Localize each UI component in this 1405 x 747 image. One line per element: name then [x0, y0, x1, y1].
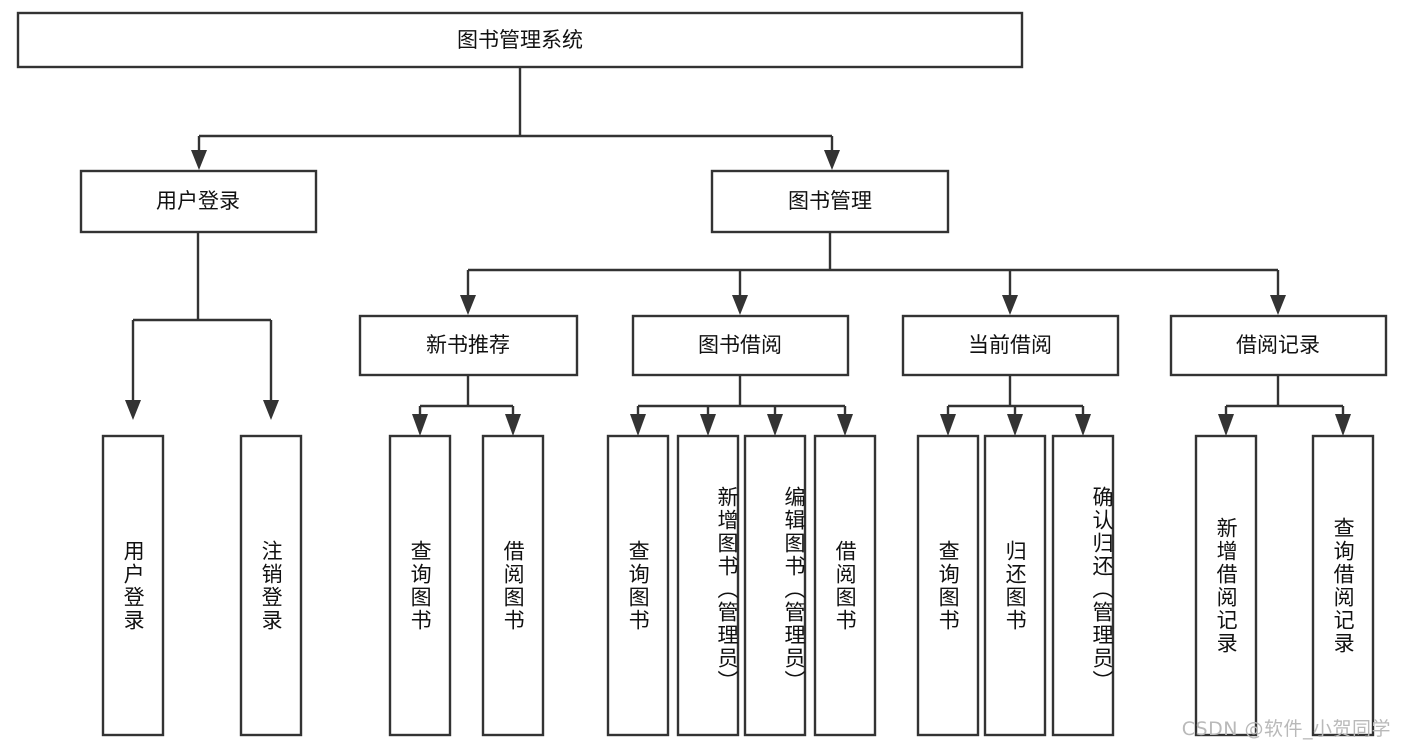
- node-current-borrow[interactable]: 当前借阅: [901, 314, 1120, 377]
- node-book-management[interactable]: 图书管理: [710, 169, 950, 234]
- leaf-box-confirm-return-admin[interactable]: [1051, 434, 1115, 737]
- leaf-box-query-book-2[interactable]: [606, 434, 670, 737]
- arrowhead-book-borrow: [732, 295, 748, 315]
- connector-group-borrow-record: [1218, 375, 1351, 436]
- arrowhead-user-login: [191, 150, 207, 170]
- leaf-box-borrow-book-1[interactable]: [481, 434, 545, 737]
- node-new-book-recommend-box[interactable]: [358, 314, 579, 377]
- node-current-borrow-label: 当前借阅: [968, 333, 1052, 357]
- connector-group-user-login: [125, 232, 279, 420]
- node-current-borrow-box[interactable]: [901, 314, 1120, 377]
- arrowhead-leaf-add-borrow-record: [1218, 414, 1234, 436]
- connector-group-current-borrow: [940, 375, 1091, 436]
- node-borrow-record[interactable]: 借阅记录: [1169, 314, 1388, 377]
- arrowhead-leaf-query-book-1: [412, 414, 428, 436]
- leaf-boxes: [101, 434, 1375, 737]
- arrowhead-leaf-logout-login: [263, 400, 279, 420]
- node-book-borrow[interactable]: 图书借阅: [631, 314, 850, 377]
- arrowhead-leaf-query-book-2: [630, 414, 646, 436]
- arrowhead-leaf-edit-book-admin: [767, 414, 783, 436]
- arrowhead-new-book-recommend: [460, 295, 476, 315]
- arrowhead-book-management: [824, 150, 840, 170]
- leaf-box-add-borrow-record[interactable]: [1194, 434, 1258, 737]
- arrowhead-leaf-add-book-admin: [700, 414, 716, 436]
- arrowhead-leaf-borrow-book-1: [505, 414, 521, 436]
- node-root[interactable]: 图书管理系统: [16, 11, 1024, 69]
- leaf-box-return-book[interactable]: [983, 434, 1047, 737]
- node-book-management-label: 图书管理: [788, 189, 872, 213]
- watermark-text: CSDN @软件_小贺同学: [1181, 718, 1391, 740]
- node-book-borrow-label: 图书借阅: [698, 333, 782, 357]
- node-new-book-recommend-label: 新书推荐: [426, 333, 510, 357]
- connector-group-root: [191, 67, 840, 170]
- arrowhead-leaf-return-book: [1007, 414, 1023, 436]
- leaf-box-query-book-1[interactable]: [388, 434, 452, 737]
- node-user-login-label: 用户登录: [156, 189, 240, 213]
- arrowhead-leaf-borrow-book-2: [837, 414, 853, 436]
- node-root-label: 图书管理系统: [457, 28, 583, 52]
- arrowhead-leaf-confirm-return-admin: [1075, 414, 1091, 436]
- node-new-book-recommend[interactable]: 新书推荐: [358, 314, 579, 377]
- node-borrow-record-label: 借阅记录: [1236, 333, 1320, 357]
- node-book-management-box[interactable]: [710, 169, 950, 234]
- arrowhead-leaf-query-borrow-record: [1335, 414, 1351, 436]
- leaf-box-query-book-3[interactable]: [916, 434, 980, 737]
- leaf-box-borrow-book-2[interactable]: [813, 434, 877, 737]
- leaf-box-edit-book-admin[interactable]: [743, 434, 807, 737]
- node-user-login[interactable]: 用户登录: [79, 169, 318, 234]
- connector-group-book-borrow: [630, 375, 853, 436]
- leaf-box-user-login[interactable]: [101, 434, 165, 737]
- arrowhead-leaf-user-login: [125, 400, 141, 420]
- leaf-box-query-borrow-record[interactable]: [1311, 434, 1375, 737]
- node-root-box[interactable]: [16, 11, 1024, 69]
- node-book-borrow-box[interactable]: [631, 314, 850, 377]
- node-borrow-record-box[interactable]: [1169, 314, 1388, 377]
- connector-group-book-management: [460, 232, 1286, 315]
- leaf-box-logout-login[interactable]: [239, 434, 303, 737]
- arrowhead-leaf-query-book-3: [940, 414, 956, 436]
- connector-group-new-book-recommend: [412, 375, 521, 436]
- arrowhead-current-borrow: [1002, 295, 1018, 315]
- arrowhead-borrow-record: [1270, 295, 1286, 315]
- leaf-box-add-book-admin[interactable]: [676, 434, 740, 737]
